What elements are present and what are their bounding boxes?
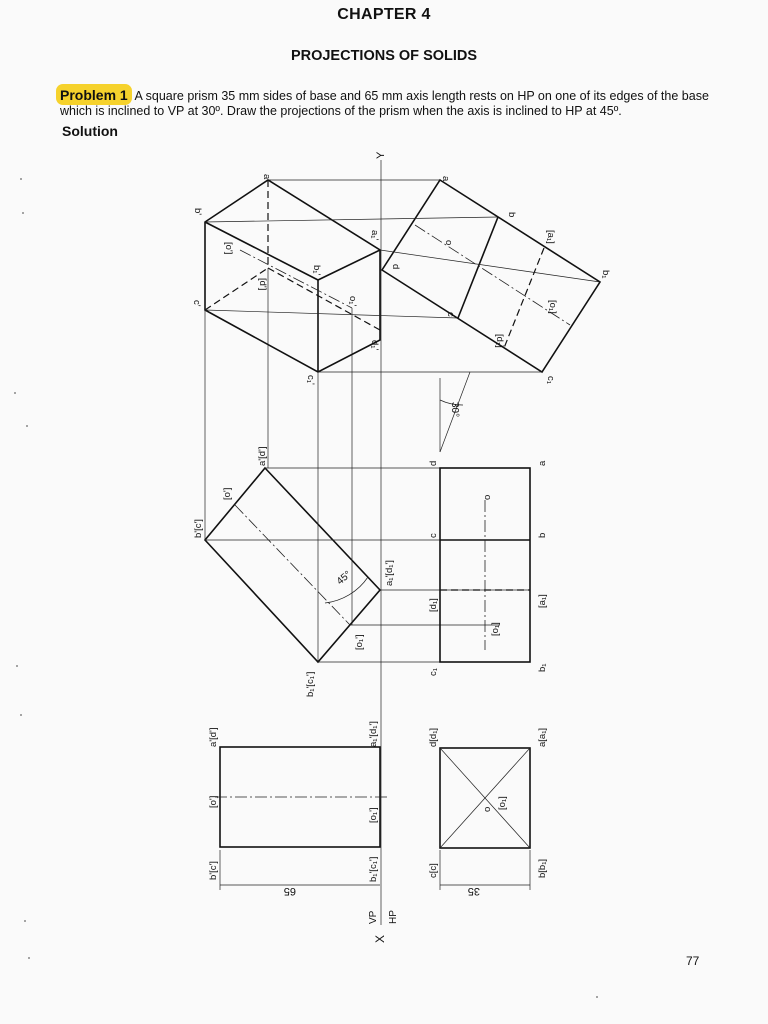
- lbl-s3t-c1: c₁: [545, 376, 556, 384]
- stage3-front-outline: [204, 179, 381, 373]
- lbl-s2t-c1: c₁: [428, 668, 439, 676]
- problem-statement: Problem 1 A square prism 35 mm sides of …: [56, 84, 740, 119]
- stage1-top-view: 35 d[d₁] a[a₁] o [o₁] c[c] b[b₁]: [428, 728, 548, 897]
- lbl-s3f-d: [d']: [257, 278, 268, 290]
- problem-text: A square prism 35 mm sides of base and 6…: [60, 89, 709, 118]
- lbl-s2t-o: o: [482, 495, 493, 500]
- label-hp: HP: [388, 910, 399, 924]
- stage3-top-outline: [380, 178, 602, 374]
- lbl-s3f-o: [o']: [223, 242, 234, 254]
- lbl-s3t-o: o: [443, 240, 454, 245]
- label-x: X: [373, 935, 387, 943]
- label-y: Y: [375, 151, 387, 159]
- stage2-front-axis: [234, 504, 351, 626]
- lbl-s2f-left: b'[c']: [193, 519, 204, 538]
- lbl-s1t-bottom-right: b[b₁]: [537, 859, 548, 878]
- lbl-s3f-b1: b₁': [311, 265, 322, 275]
- stage2-front-view: 45° a'[d'] b'[c'] [o'] a₁'[d₁'] [o₁'] b₁…: [193, 447, 530, 697]
- lbl-s2t-d: d: [428, 461, 439, 466]
- lbl-s1t-o: o: [482, 807, 493, 812]
- lbl-s3t-d1: [d₁]: [494, 334, 505, 348]
- stage1-top-diag-2: [439, 747, 531, 849]
- s3-proj-4: [204, 309, 459, 319]
- lbl-s3t-d: d: [390, 264, 401, 269]
- lbl-s2t-b1: b₁: [537, 664, 548, 673]
- lbl-s3t-b1: b₁: [600, 270, 611, 279]
- stage1-front-view: a'[d'] [o'] b'[c'] a₁'[d₁'] [o₁'] b₁'[c₁…: [208, 721, 388, 897]
- lbl-s1f-bottom-left: b'[c']: [208, 861, 219, 880]
- lbl-s3t-o1: [o₁]: [547, 300, 558, 314]
- lbl-s3t-c: c: [445, 312, 456, 317]
- stage3-front-edge-1: [204, 221, 319, 281]
- lbl-s1f-top-right: a₁'[d₁']: [368, 721, 379, 747]
- lbl-s3t-a1: [a₁]: [545, 230, 556, 244]
- angle-45: 45°: [335, 569, 354, 587]
- lbl-s2f-top: a'[d']: [257, 447, 268, 466]
- solution-heading: Solution: [62, 123, 118, 139]
- angle-30: 30°: [449, 402, 460, 417]
- stage3-front-view: a' b' c' [o'] [d'] a₁' b₁' o₁' d₁' c₁': [191, 174, 601, 662]
- lbl-s1f-top-left: a'[d']: [208, 728, 219, 747]
- chapter-heading: CHAPTER 4: [337, 6, 431, 23]
- stage3-front-hidden-3: [204, 267, 269, 311]
- stage3-front-edge-2: [317, 249, 381, 281]
- lbl-s1f-mid-right: [o₁']: [368, 807, 379, 823]
- lbl-s2f-o: [o']: [222, 488, 233, 500]
- problem-label: Problem 1: [56, 84, 132, 105]
- stage2-top-view: d a o c b [d₁] [a₁] [o₁] c₁ b₁: [428, 460, 548, 676]
- stage3-top-axis: [414, 224, 571, 326]
- lbl-s3f-a: a': [261, 174, 272, 181]
- page-title: PROJECTIONS OF SOLIDS: [290, 48, 478, 64]
- lbl-s3t-a: a: [440, 176, 451, 182]
- lbl-s1t-top-left: d[d₁]: [428, 728, 439, 747]
- lbl-s2t-b: b: [537, 533, 548, 538]
- lbl-s1t-bottom-left: c[c]: [428, 863, 439, 878]
- stage3-top-view: 30° a b d o c [a₁] b₁ [o₁] [d₁] c₁: [380, 176, 611, 453]
- lbl-s1f-bottom-right: b₁'[c₁']: [368, 857, 379, 882]
- dim-65: 65: [284, 885, 296, 897]
- reference-line: Y X VP HP: [368, 151, 399, 943]
- angle-arc-45: [324, 576, 369, 604]
- lbl-s3f-c1: c₁': [305, 375, 316, 385]
- page-number: 77: [686, 954, 700, 968]
- stage3-top-hidden-edge: [503, 247, 545, 349]
- lbl-s3f-o1: o₁': [347, 296, 358, 306]
- lbl-s2t-o1: [o₁]: [490, 622, 501, 636]
- dim-35: 35: [468, 885, 480, 897]
- lbl-s3f-b: b': [192, 208, 203, 215]
- lbl-s2t-d1: [d₁]: [428, 598, 439, 612]
- lbl-s3t-b: b: [506, 212, 517, 217]
- lbl-s2t-c: c: [428, 533, 439, 538]
- lbl-s3f-a1: a₁': [369, 230, 380, 240]
- lbl-s1t-top-right: a[a₁]: [537, 728, 548, 747]
- lbl-s2t-a1: [a₁]: [537, 594, 548, 608]
- lbl-s1f-mid-left: [o']: [208, 796, 219, 808]
- lbl-s2f-right: a₁'[d₁']: [384, 560, 395, 586]
- s3-proj-3: [379, 249, 601, 283]
- lbl-s2f-bottom: b₁'[c₁']: [305, 672, 316, 697]
- s3-proj-2: [204, 216, 499, 223]
- label-vp: VP: [368, 910, 379, 924]
- lbl-s3f-c: c': [191, 300, 202, 307]
- lbl-s3f-d1: d₁': [369, 340, 380, 350]
- stage3-front-axis: [239, 249, 353, 309]
- angle-arc-30: [439, 399, 464, 406]
- stage1-top-square: [439, 747, 531, 849]
- lbl-s2t-a: a: [537, 460, 548, 466]
- stage2-top-rect: [439, 467, 531, 663]
- lbl-s1t-o1: [o₁]: [497, 796, 508, 810]
- stage3-top-edge: [457, 216, 499, 319]
- lbl-s2f-o1: [o₁']: [354, 634, 365, 650]
- angle-30-line: [439, 371, 471, 453]
